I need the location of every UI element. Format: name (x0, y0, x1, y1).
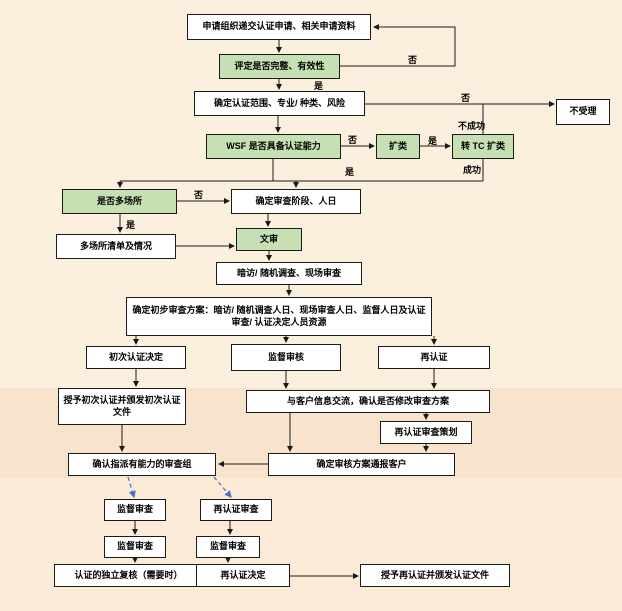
node-visit: 暗访/ 随机调查、现场审查 (216, 262, 362, 285)
node-plan-label: 确定初步审查方案：暗访/ 随机调查人日、现场审查人日、监督人日及认证审查/ 认证… (132, 304, 426, 327)
node-initial-decision: 初次认证决定 (86, 346, 186, 369)
arrow-assess-no-loop (340, 24, 456, 67)
node-surv-3: 监督审查 (196, 536, 260, 558)
node-plan: 确定初步审查方案：暗访/ 随机调查人日、现场审查人日、监督人日及认证审查/ 认证… (126, 297, 432, 336)
node-recert-label: 再认证 (420, 351, 448, 362)
edge-label-yes-wsf: 是 (345, 167, 355, 177)
node-surveillance-audit-label: 监督审核 (267, 351, 304, 362)
node-recert-decision: 再认证决定 (196, 564, 290, 587)
node-expand-label: 扩类 (388, 140, 407, 151)
node-recert: 再认证 (378, 346, 490, 369)
node-initial-decision-label: 初次认证决定 (108, 351, 163, 362)
node-client-comm-label: 与客户信息交流，确认是否修改审查方案 (286, 395, 449, 406)
node-reject-label: 不受理 (569, 106, 597, 117)
node-independent-review-label: 认证的独立复核（需要时） (74, 569, 183, 580)
edge-label-no-assess: 否 (408, 55, 418, 65)
node-notify-client-label: 确定审核方案通报客户 (316, 458, 407, 469)
node-client-comm: 与客户信息交流，确认是否修改审查方案 (246, 390, 490, 413)
node-stage: 确定审查阶段、人日 (231, 189, 361, 214)
node-apply-label: 申请组织递交认证申请、相关申请资料 (202, 21, 356, 32)
node-multisite-label: 是否多场所 (96, 195, 142, 206)
node-surv-1: 监督审查 (104, 499, 166, 521)
node-surv-3-label: 监督审查 (209, 541, 246, 552)
node-surv-1-label: 监督审查 (116, 504, 153, 515)
edge-label-no-wsf: 否 (348, 135, 358, 145)
node-notify-client: 确定审核方案通报客户 (268, 453, 455, 476)
node-assess-label: 评定是否完整、有效性 (234, 60, 325, 71)
node-doc-review: 文审 (236, 228, 302, 251)
node-grant-recert: 授予再认证并颁发认证文件 (360, 564, 510, 587)
edge-label-yes-assess: 是 (314, 81, 324, 91)
node-recert-decision-label: 再认证决定 (220, 569, 266, 580)
edge-label-fail: 不成功 (458, 121, 486, 131)
node-wsf-label: WSF 是否具备认证能力 (226, 140, 321, 151)
node-multisite: 是否多场所 (62, 189, 177, 214)
node-visit-label: 暗访/ 随机调查、现场审查 (236, 267, 341, 278)
node-surveillance-audit: 监督审核 (231, 344, 341, 371)
node-site-list-label: 多场所清单及情况 (79, 240, 152, 251)
node-wsf: WSF 是否具备认证能力 (206, 134, 341, 159)
node-assess: 评定是否完整、有效性 (219, 54, 340, 79)
node-recert-plan-label: 再认证审查策划 (394, 426, 458, 437)
node-tc-expand: 转 TC 扩类 (452, 134, 514, 159)
node-scope: 确定认证范围、专业/ 种类、风险 (194, 91, 365, 116)
node-audit-team-label: 确认指派有能力的审查组 (92, 458, 192, 469)
node-tc-expand-label: 转 TC 扩类 (461, 140, 505, 151)
node-independent-review: 认证的独立复核（需要时） (54, 564, 203, 587)
node-audit-team: 确认指派有能力的审查组 (68, 453, 216, 476)
background-band-bottom (0, 478, 622, 611)
node-apply: 申请组织递交认证申请、相关申请资料 (187, 14, 371, 40)
node-recert-audit: 再认证审查 (200, 499, 272, 521)
edge-label-no-multisite: 否 (194, 190, 204, 200)
node-grant-recert-label: 授予再认证并颁发认证文件 (380, 569, 489, 580)
node-recert-audit-label: 再认证审查 (213, 504, 259, 515)
node-recert-plan: 再认证审查策划 (380, 421, 472, 444)
node-grant-initial-label: 授予初次认证并颁发初次认证文件 (63, 394, 181, 417)
node-surv-2-label: 监督审查 (116, 541, 153, 552)
node-grant-initial: 授予初次认证并颁发初次认证文件 (58, 388, 186, 425)
node-surv-2: 监督审查 (104, 536, 166, 558)
dashed-arrow-team-recertaudit (213, 476, 232, 498)
node-scope-label: 确定认证范围、专业/ 种类、风险 (213, 97, 345, 108)
edge-label-success: 成功 (463, 165, 482, 175)
node-site-list: 多场所清单及情况 (56, 234, 176, 259)
dashed-arrow-team-surv1 (127, 476, 136, 499)
edge-label-yes-multisite: 是 (126, 220, 136, 230)
node-doc-review-label: 文审 (259, 233, 278, 244)
node-expand: 扩类 (376, 134, 420, 159)
edge-label-yes-expand: 是 (428, 136, 438, 146)
edge-label-no-scope: 否 (461, 93, 471, 103)
node-reject: 不受理 (556, 99, 610, 125)
node-stage-label: 确定审查阶段、人日 (255, 195, 337, 206)
